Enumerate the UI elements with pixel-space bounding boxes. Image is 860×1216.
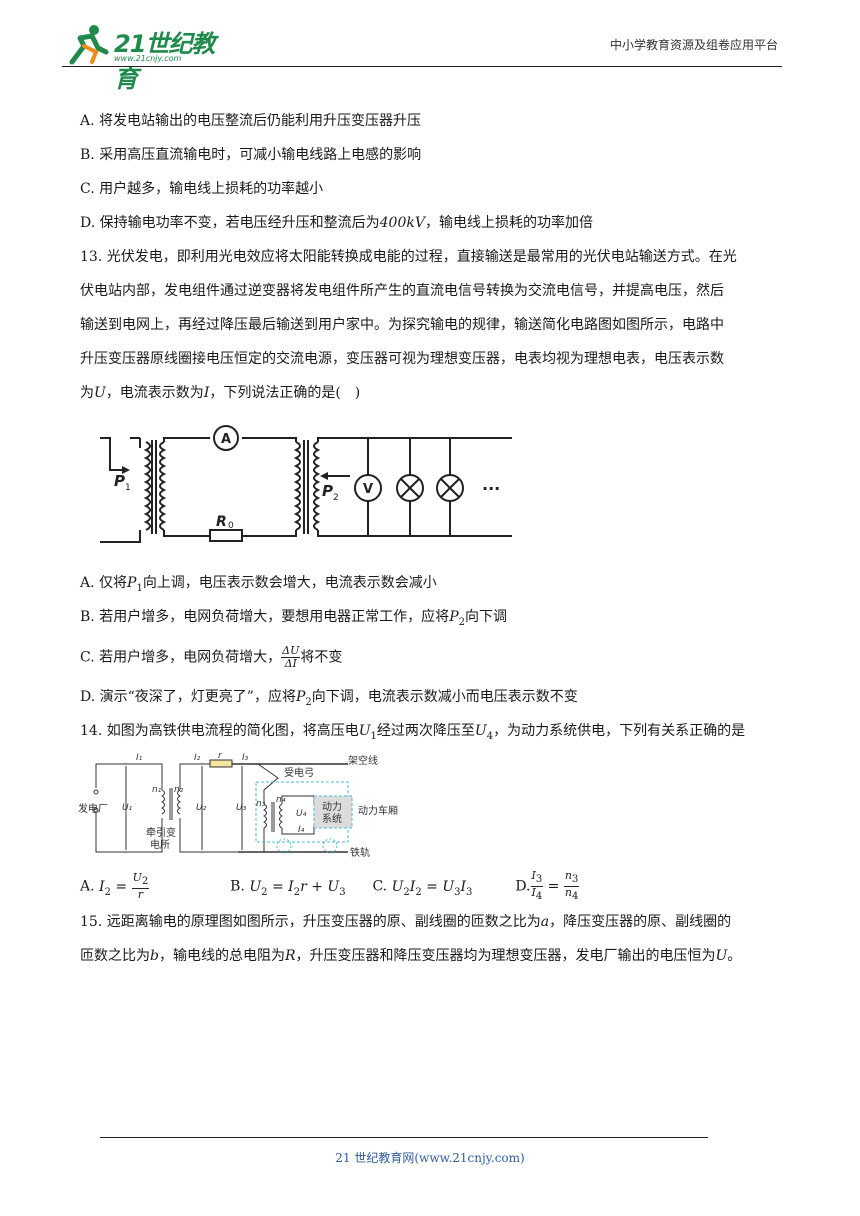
header-divider — [62, 66, 782, 67]
q12-option-d: D. 保持输电功率不变，若电压经升压和整流后为400kV，输电线上损耗的功率加倍 — [80, 215, 593, 231]
svg-text:r: r — [218, 751, 223, 761]
svg-text:I₂: I₂ — [194, 753, 201, 763]
svg-text:V: V — [363, 482, 373, 497]
svg-text:n₃: n₃ — [256, 799, 266, 809]
wheel-icon — [276, 838, 292, 854]
svg-text:铁轨: 铁轨 — [350, 846, 370, 859]
svg-text:n₁: n₁ — [152, 785, 162, 795]
svg-text:受电弓: 受电弓 — [284, 766, 314, 779]
svg-text:P: P — [322, 482, 333, 500]
svg-text:R: R — [216, 514, 227, 530]
svg-text:U₄: U₄ — [296, 809, 307, 819]
svg-text:n₂: n₂ — [174, 785, 184, 795]
wheel-icon — [322, 838, 338, 854]
q12-option-a: A. 将发电站输出的电压整流后仍能利用升压变压器升压 — [80, 113, 422, 129]
q12-option-b: B. 采用高压直流输电时，可减小输电线路上电感的影响 — [80, 147, 422, 163]
svg-text:U₂: U₂ — [196, 803, 207, 813]
q14-stem: 14. 如图为高铁供电流程的简化图，将高压电U1经过两次降压至U4，为动力系统供… — [80, 723, 746, 742]
ammeter-icon — [213, 425, 239, 451]
svg-text:2: 2 — [333, 493, 339, 503]
logo-text: 21世纪教育 — [114, 30, 215, 93]
svg-text:1: 1 — [125, 483, 131, 493]
q13-option-a: A. 仅将P1向上调，电压表示数会增大，电流表示数会减小 — [80, 575, 437, 594]
lamp-icon — [396, 474, 424, 502]
more-loads-dots: ··· — [482, 479, 500, 498]
platform-name: 中小学教育资源及组卷应用平台 — [609, 38, 778, 52]
resistor-r0 — [209, 529, 243, 542]
q15-stem-line2: 匝数之比为b，输电线的总电阻为R，升压变压器和降压变压器均为理想变压器，发电厂输… — [80, 948, 742, 964]
voltmeter-icon — [354, 474, 382, 502]
power-system-box — [313, 795, 353, 829]
terminal-icon — [93, 807, 99, 813]
svg-text:牵引变: 牵引变 — [146, 826, 176, 839]
svg-text:发电厂: 发电厂 — [78, 802, 108, 815]
svg-text:U₁: U₁ — [122, 803, 133, 813]
svg-text:动力车厢: 动力车厢 — [358, 804, 398, 817]
terminal-icon — [93, 789, 99, 795]
logo-url: www.21cnjy.com — [114, 54, 182, 63]
svg-text:动力: 动力 — [322, 800, 342, 813]
runner-logo-icon — [69, 25, 109, 65]
q13-stem-line5: 为U，电流表示数为I，下列说法正确的是( ) — [80, 385, 361, 401]
footer-divider — [100, 1137, 708, 1138]
q13-option-b: B. 若用户增多，电网负荷增大，要想用电器正常工作，应将P2向下调 — [80, 609, 507, 628]
q14-railway-diagram: I₁ I₂ r I₃ U₁ U₂ U₃ U₄ I₄ n₁ n₂ n₃ n₄ 发电… — [78, 751, 398, 859]
svg-text:I₃: I₃ — [242, 753, 249, 763]
svg-text:系统: 系统 — [322, 812, 342, 825]
svg-text:0: 0 — [228, 521, 234, 531]
svg-text:U₃: U₃ — [236, 803, 247, 813]
svg-text:P: P — [114, 472, 125, 490]
q13-circuit-diagram: A R 0 P 1 P 2 V ··· — [100, 425, 512, 543]
site-logo: 21世纪教育 www.21cnjy.com — [62, 22, 232, 93]
q13-stem-line3: 输送到电网上，再经过降压最后输送到用户家中。为探究输电的规律，输送简化电路图如图… — [80, 317, 724, 333]
svg-text:架空线: 架空线 — [348, 754, 378, 767]
lamp-icon — [436, 474, 464, 502]
line-resistor-r — [209, 759, 233, 768]
svg-text:A: A — [221, 432, 231, 447]
q15-stem-line1: 15. 远距离输电的原理图如图所示，升压变压器的原、副线圈的匝数之比为a，降压变… — [80, 914, 732, 930]
svg-text:I₄: I₄ — [298, 825, 305, 835]
q13-stem-line1: 13. 光伏发电，即利用光电效应将太阳能转换成电能的过程，直接输送是最常用的光伏… — [80, 249, 737, 265]
svg-text:电所: 电所 — [150, 838, 170, 851]
q13-stem-line2: 伏电站内部，发电组件通过逆变器将发电组件所产生的直流电信号转换为交流电信号，并提… — [80, 283, 724, 299]
svg-text:I₁: I₁ — [136, 753, 143, 763]
q13-option-d: D. 演示“夜深了，灯更亮了”，应将P2向下调，电流表示数减小而电压表示数不变 — [80, 689, 578, 708]
q12-option-c: C. 用户越多，输电线上损耗的功率越小 — [80, 181, 324, 197]
footer-text: 21 世纪教育网(www.21cnjy.com) — [335, 1151, 525, 1165]
q13-stem-line4: 升压变压器原线圈接电压恒定的交流电源，变压器可视为理想变压器，电表均视为理想电表… — [80, 351, 724, 367]
svg-text:n₄: n₄ — [276, 795, 286, 805]
